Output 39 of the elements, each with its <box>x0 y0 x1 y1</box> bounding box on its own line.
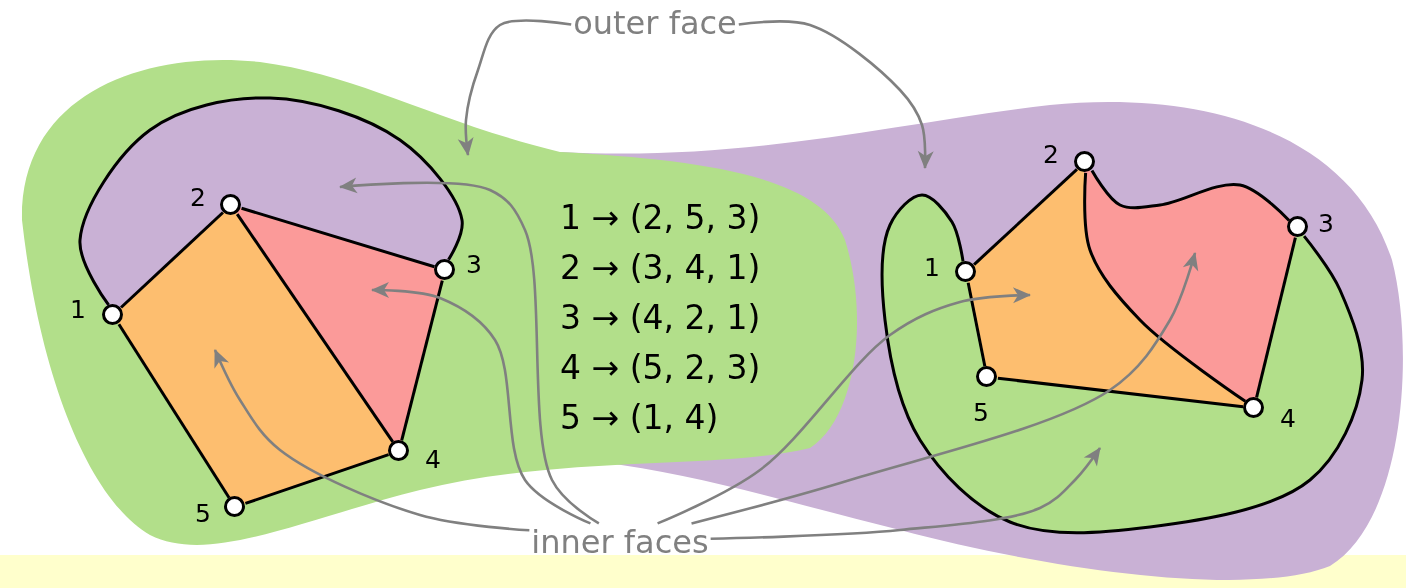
vertex-label: 1 <box>70 297 86 322</box>
leader-arrow <box>371 282 591 525</box>
vertex-label: 1 <box>924 255 940 280</box>
graph-edge <box>78 96 464 306</box>
graph-edge <box>966 282 987 367</box>
vertex-label: 4 <box>425 447 441 472</box>
graph-edge <box>973 168 1078 266</box>
graph-edge <box>1083 172 1247 403</box>
vertex-label: 5 <box>195 501 211 526</box>
callout-text: outer face <box>573 6 737 42</box>
graph-edge <box>1255 237 1297 398</box>
leader-arrow <box>213 349 530 532</box>
leader-arrow <box>339 177 600 525</box>
callout-text: inner faces <box>531 525 709 561</box>
graph-edge <box>997 376 1244 409</box>
graph-edge <box>400 280 444 441</box>
adjacency-list-line: 2 → (3, 4, 1) <box>560 248 761 288</box>
leader-arrow <box>691 252 1199 525</box>
graph-edge <box>1090 169 1291 222</box>
leader-arrow <box>738 20 934 169</box>
adjacency-list-line: 1 → (2, 5, 3) <box>560 198 761 238</box>
vertex-label: 2 <box>1043 142 1059 167</box>
leader-arrow <box>457 19 572 156</box>
graph-edge <box>117 323 231 499</box>
graph-edge <box>244 453 390 505</box>
graph-edge <box>235 213 395 443</box>
vertex-label: 4 <box>1280 406 1296 431</box>
graph-edge <box>120 211 224 309</box>
adjacency-list-line: 5 → (1, 4) <box>560 398 719 438</box>
adjacency-list-line: 3 → (4, 2, 1) <box>560 298 761 338</box>
vertex-label: 5 <box>973 400 989 425</box>
leader-arrow <box>657 287 1031 525</box>
graph-edge <box>241 206 435 269</box>
vertex-label: 2 <box>190 185 206 210</box>
vertex-label: 3 <box>466 252 482 277</box>
graph-edge <box>880 193 1364 535</box>
vertex-label: 3 <box>1318 211 1334 236</box>
adjacency-list-line: 4 → (5, 2, 3) <box>560 348 761 388</box>
leader-arrow <box>710 447 1102 541</box>
